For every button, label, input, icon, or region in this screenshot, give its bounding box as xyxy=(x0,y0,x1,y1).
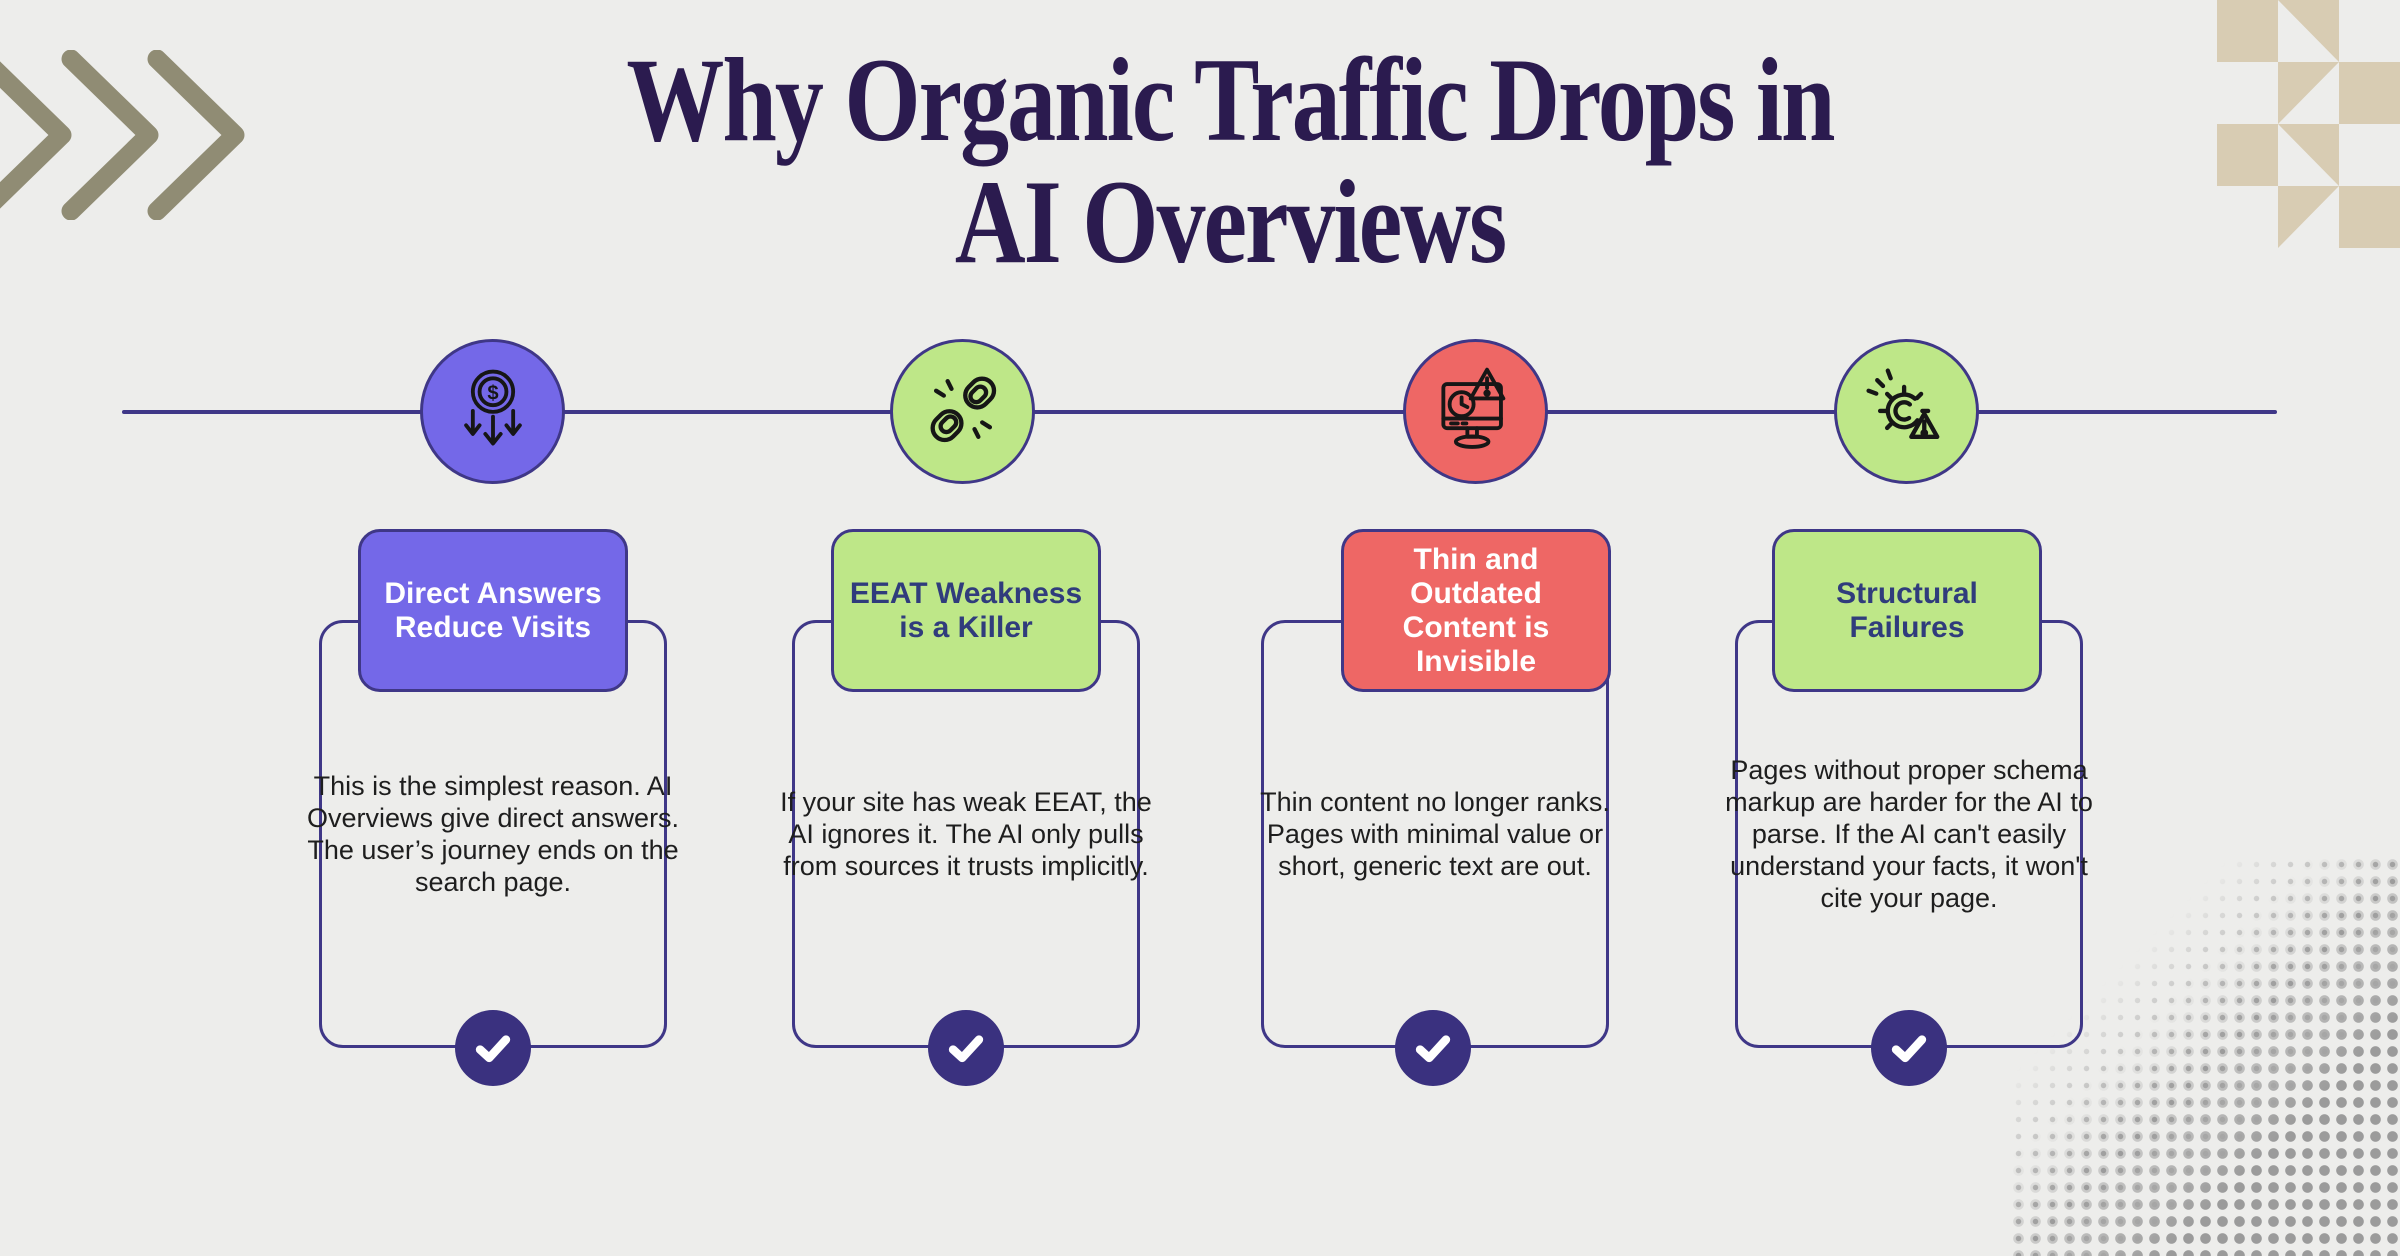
quilt-cell xyxy=(2217,124,2278,186)
reason-1-body-text: This is the simplest reason. AI Overview… xyxy=(306,771,680,897)
reason-3-body-card: Thin content no longer ranks. Pages with… xyxy=(1260,620,1610,1048)
quilt-cell xyxy=(2217,0,2278,62)
check-icon xyxy=(948,1035,984,1063)
quilt-cell xyxy=(2339,0,2400,62)
reason-2-check-badge xyxy=(928,1010,1004,1086)
reason-2-body-text: If your site has weak EEAT, the AI ignor… xyxy=(780,787,1152,881)
halftone-layer xyxy=(2010,856,2400,1256)
triple-chevron-icon xyxy=(0,50,245,220)
reason-1-check-badge xyxy=(455,1010,531,1086)
page-title: Why Organic Traffic Drops in AI Overview… xyxy=(330,40,2130,284)
quilt-cell xyxy=(2217,186,2278,248)
reason-3-title: Thin and Outdated Content is Invisible xyxy=(1402,542,1550,678)
page-title-line2: AI Overviews xyxy=(954,157,1507,289)
reason-4-check-badge xyxy=(1871,1010,1947,1086)
reason-1-title: Direct Answers Reduce Visits xyxy=(384,576,602,644)
quilt-cell xyxy=(2278,0,2339,62)
quilt-cell xyxy=(2278,62,2339,124)
reason-2-body-card: If your site has weak EEAT, the AI ignor… xyxy=(780,620,1152,1048)
quilt-squares-pattern xyxy=(2217,0,2400,248)
reason-4-title: Structural Failures xyxy=(1836,576,1978,644)
check-icon xyxy=(1415,1035,1451,1063)
reason-3-check-badge xyxy=(1395,1010,1471,1086)
reason-1-title-card: Direct Answers Reduce Visits xyxy=(358,529,628,692)
reason-3-title-card: Thin and Outdated Content is Invisible xyxy=(1341,529,1611,692)
timeline-connector xyxy=(122,410,2277,414)
quilt-cell xyxy=(2339,124,2400,186)
quilt-cell xyxy=(2217,62,2278,124)
check-icon xyxy=(475,1035,511,1063)
reason-2-title: EEAT Weakness is a Killer xyxy=(849,576,1083,644)
quilt-cell xyxy=(2278,124,2339,186)
check-icon xyxy=(1891,1035,1927,1063)
reason-4-title-card: Structural Failures xyxy=(1772,529,2042,692)
quilt-cell xyxy=(2278,186,2339,248)
svg-text:$: $ xyxy=(487,382,498,404)
reason-3-body-text: Thin content no longer ranks. Pages with… xyxy=(1260,787,1610,881)
quilt-cell xyxy=(2339,62,2400,124)
quilt-cell xyxy=(2339,186,2400,248)
page-title-line1: Why Organic Traffic Drops in xyxy=(626,35,1835,167)
reason-1-body-card: This is the simplest reason. AI Overview… xyxy=(307,620,679,1048)
halftone-dots-pattern xyxy=(2010,856,2400,1256)
reason-2-title-card: EEAT Weakness is a Killer xyxy=(831,529,1101,692)
